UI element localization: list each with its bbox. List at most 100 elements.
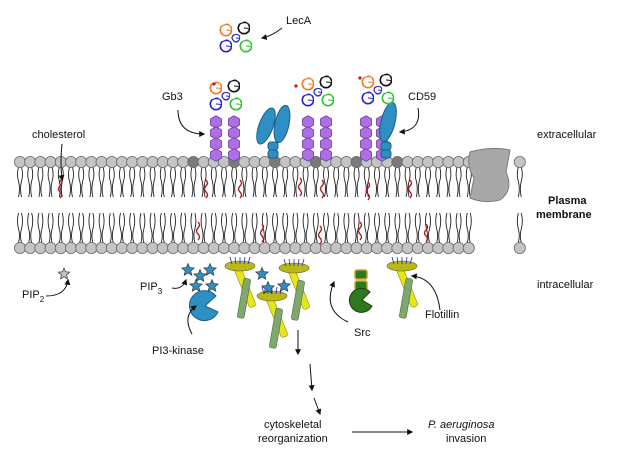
leca-red-dot	[358, 76, 362, 80]
cd59-protein-left	[256, 104, 291, 159]
lipid-tail	[445, 212, 449, 244]
gb3-sugar-unit	[302, 148, 314, 162]
lipid-tail	[221, 212, 224, 244]
lipid-head-top	[146, 155, 159, 168]
lipid-tail	[414, 166, 418, 198]
lipid-tail	[384, 166, 388, 198]
cholesterol-squiggle	[195, 221, 201, 241]
lipid-head-top	[65, 155, 78, 168]
lipid-tail	[315, 166, 319, 198]
lipid-tail	[448, 166, 452, 198]
lipid-head-bottom	[258, 241, 271, 254]
lipid-tail	[465, 212, 469, 244]
flotillin-anchor	[405, 256, 408, 265]
lipid-tail	[425, 166, 428, 198]
cholesterol-squiggle	[317, 225, 323, 245]
lipid-tail	[101, 166, 105, 198]
pip-star	[204, 278, 220, 293]
leca-loop	[237, 21, 251, 35]
lipid-tail	[159, 212, 163, 244]
lipid-tail	[210, 166, 214, 198]
lipid-tail	[149, 166, 153, 198]
lipid-head-bottom	[166, 241, 179, 254]
lipid-tail	[139, 166, 143, 198]
lipid-tail	[455, 166, 459, 198]
lipid-tail	[292, 212, 296, 244]
leca-loop	[301, 93, 315, 107]
lipid-tail	[234, 212, 238, 244]
lipid-tail	[180, 166, 184, 198]
lipid-tail	[149, 212, 153, 244]
lipid-tail	[27, 212, 31, 244]
lipid-tail	[326, 166, 329, 198]
lipid-tail	[241, 166, 245, 198]
lipid-tail	[275, 212, 278, 244]
lipid-head-bottom	[75, 241, 88, 254]
lipid-head-top	[411, 155, 424, 168]
lipid-tail	[394, 212, 398, 244]
lipid-tail	[465, 166, 469, 198]
label-src: Src	[354, 327, 371, 339]
lipid-tail	[285, 166, 289, 198]
lipid-head-bottom	[248, 241, 261, 254]
lipid-head-bottom	[330, 241, 343, 254]
lipid-tail	[377, 166, 380, 198]
cholesterol-squiggle	[297, 177, 303, 197]
label-cytoskeletal: cytoskeletal	[264, 419, 321, 431]
arrow-cd59	[398, 107, 420, 135]
lipid-head-bottom	[95, 241, 108, 254]
lipid-tail	[404, 166, 408, 198]
lipid-tail	[98, 166, 102, 198]
lipid-tail	[60, 212, 64, 244]
leca-loop	[227, 79, 241, 93]
lipid-tail	[356, 166, 360, 198]
lipid-tail	[282, 166, 286, 198]
lipid-head-top	[401, 155, 414, 168]
lipid-head-top	[432, 155, 445, 168]
lipid-tail	[397, 212, 401, 244]
lipid-tail	[428, 166, 431, 198]
lipid-head-bottom	[421, 241, 434, 254]
pip-molecules	[57, 262, 292, 295]
lipid-tail	[326, 212, 329, 244]
lipid-tail	[40, 166, 44, 198]
cholesterol-squiggle	[365, 181, 371, 201]
src-kinase-shape	[348, 269, 373, 313]
lipid-tail	[519, 166, 523, 198]
raft-rod	[291, 280, 305, 321]
label-plasma: Plasma	[548, 195, 587, 207]
lipid-tail	[435, 212, 439, 244]
lipid-head-bottom	[187, 241, 200, 254]
lipid-head-bottom	[13, 241, 26, 254]
lipid-tail	[363, 166, 367, 198]
lipid-tail	[173, 212, 176, 244]
lipid-tail	[458, 166, 462, 198]
lipid-tail	[224, 212, 227, 244]
arrow-cholesterol	[58, 143, 65, 182]
lipid-tail	[37, 166, 41, 198]
lipid-head-bottom	[309, 241, 322, 254]
flotillin-anchor	[283, 258, 287, 267]
lipid-tail	[108, 212, 112, 244]
leca-lectins	[209, 21, 395, 111]
lipid-tail	[264, 166, 268, 198]
lipid-tail	[261, 166, 265, 198]
lipid-head-top	[340, 155, 353, 168]
label-extracellular: extracellular	[537, 129, 597, 141]
leca-loop	[361, 75, 375, 89]
lipid-tail	[231, 212, 235, 244]
lipid-head-top	[248, 155, 261, 168]
lipid-head-bottom	[462, 241, 475, 254]
lipid-head-bottom	[65, 241, 78, 254]
flotillin-anchor	[396, 256, 399, 265]
flotillin-anchor	[409, 256, 413, 265]
lipid-tail	[414, 212, 418, 244]
label-cholesterol: cholesterol	[32, 129, 85, 141]
arrow-down-2	[308, 363, 315, 392]
lipid-head-bottom	[207, 241, 220, 254]
lipid-tail	[224, 166, 227, 198]
lipid-tail	[394, 166, 398, 198]
lipid-head-bottom	[289, 241, 302, 254]
lipid-tail	[30, 212, 34, 244]
lipid-head-top	[85, 155, 98, 168]
